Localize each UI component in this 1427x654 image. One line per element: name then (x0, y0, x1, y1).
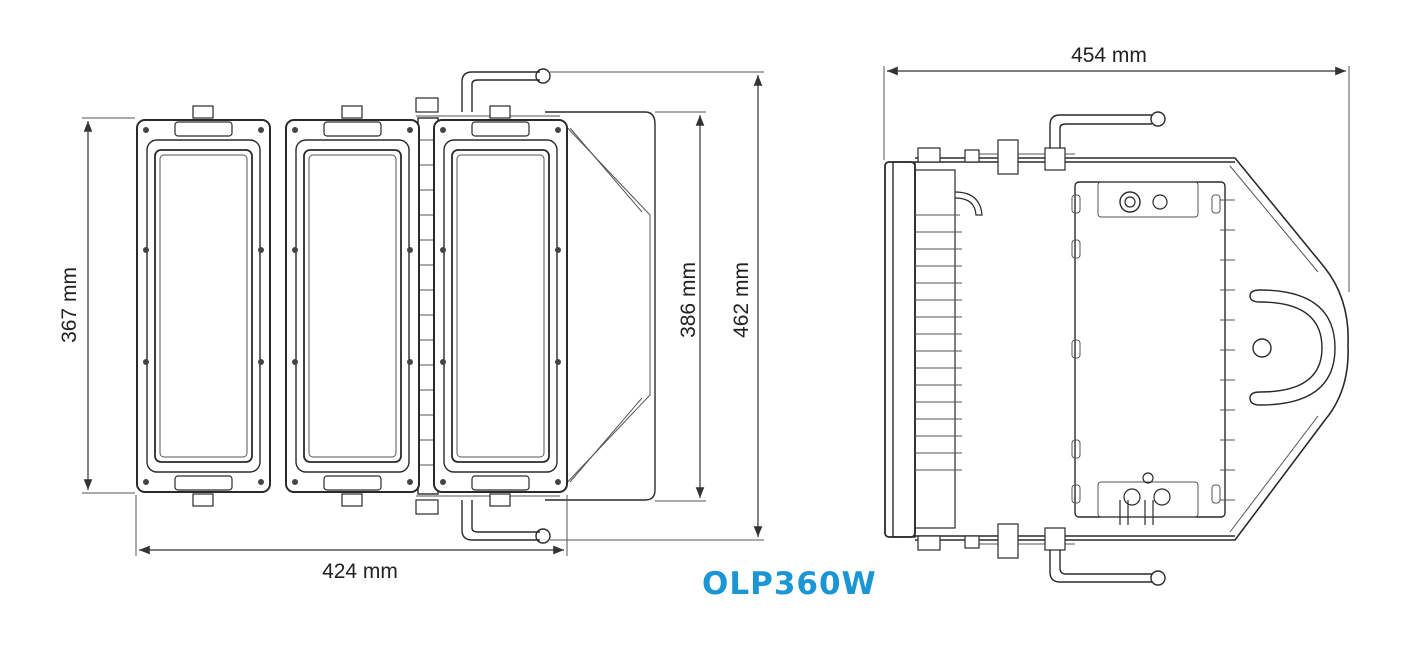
side-dimensions: 454 mm (883, 44, 1350, 292)
front-view (136, 68, 656, 544)
front-dimensions: 367 mm 424 mm 386 mm 462 mm (58, 71, 764, 583)
side-view (884, 111, 1349, 586)
side-bracket (915, 157, 1349, 541)
model-name: OLP360W (702, 566, 877, 602)
dim-front-height: 367 mm (58, 267, 81, 343)
led-module-3 (433, 105, 568, 507)
dim-bracket-height: 386 mm (677, 262, 700, 338)
dim-overall-height: 462 mm (730, 262, 753, 338)
front-bracket (545, 111, 656, 501)
led-module-2 (285, 105, 420, 507)
dim-side-width: 454 mm (1071, 44, 1147, 67)
led-module-1 (136, 105, 271, 507)
dim-front-width: 424 mm (322, 560, 398, 583)
